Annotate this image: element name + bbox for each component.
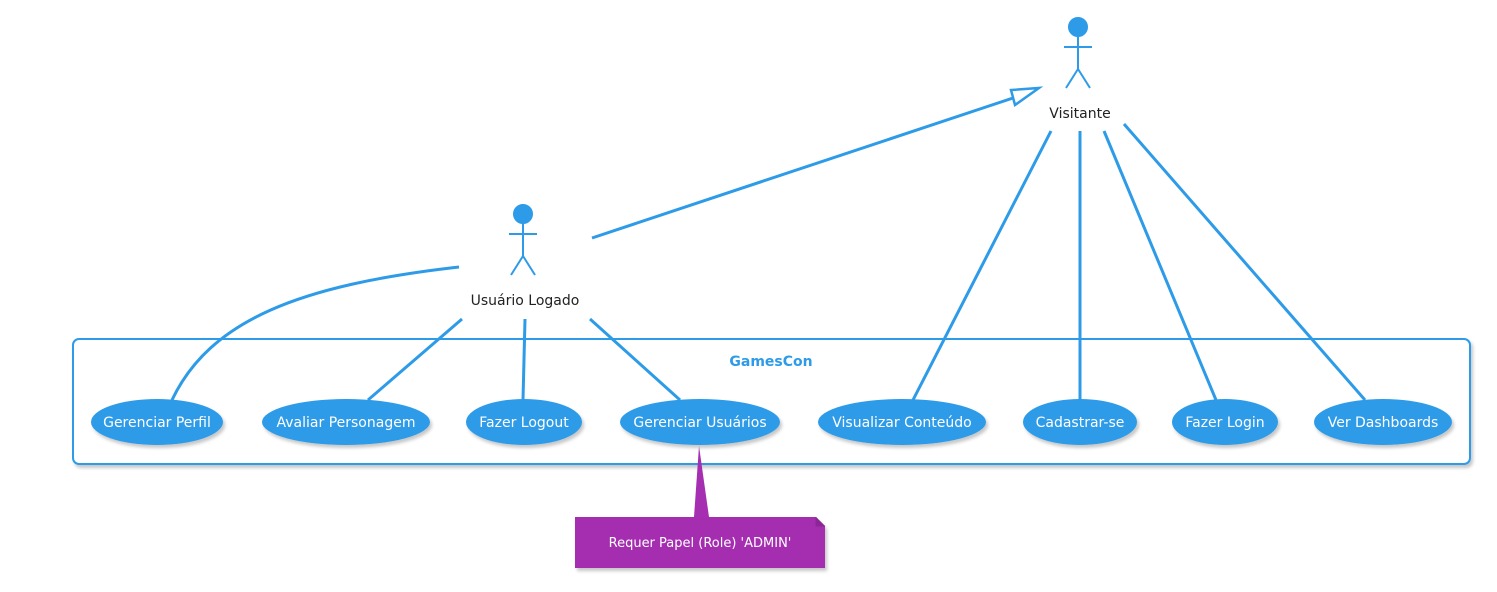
note-admin-role: Requer Papel (Role) 'ADMIN' [575,446,825,568]
actor-visitante-label: Visitante [1049,106,1110,122]
use-case-label: Gerenciar Usuários [633,415,766,431]
note-folded-corner [815,517,825,527]
note-connector [694,446,709,517]
note-text: Requer Papel (Role) 'ADMIN' [609,536,792,551]
use-case-label: Fazer Login [1185,415,1264,431]
actor-usuario-logado[interactable] [509,204,537,276]
assoc-visitante-visualizar-conteudo [911,130,1053,401]
use-case-gerenciar-usuarios[interactable]: Gerenciar Usuários [620,399,780,445]
note-body [575,517,825,568]
assoc-visitante-fazer-login [1102,130,1218,401]
assoc-logado-fazer-logout [521,318,527,401]
use-case-fazer-logout[interactable]: Fazer Logout [466,399,582,445]
use-case-avaliar-personagem[interactable]: Avaliar Personagem [262,399,430,445]
assoc-logado-avaliar-personagem [367,317,463,402]
use-case-label: Cadastrar-se [1036,415,1125,431]
use-case-visualizar-conteudo[interactable]: Visualizar Conteúdo [818,399,986,445]
use-case-ver-dashboards[interactable]: Ver Dashboards [1314,399,1452,445]
assoc-logado-gerenciar-usuarios [588,317,682,402]
use-case-gerenciar-perfil[interactable]: Gerenciar Perfil [91,399,223,445]
use-case-label: Avaliar Personagem [277,415,416,431]
use-case-cadastrar-se[interactable]: Cadastrar-se [1023,399,1137,445]
generalization-arrowhead [1009,86,1044,108]
use-case-label: Gerenciar Perfil [103,415,211,431]
actor-visitante[interactable] [1064,17,1092,89]
actor-usuario-logado-label: Usuário Logado [471,293,580,309]
use-case-label: Ver Dashboards [1328,415,1439,431]
generalization-line [591,95,1017,240]
use-case-label: Visualizar Conteúdo [832,415,971,431]
use-case-fazer-login[interactable]: Fazer Login [1172,399,1278,445]
use-case-label: Fazer Logout [479,415,569,431]
assoc-logado-gerenciar-perfil [170,265,460,401]
system-title: GamesCon [729,354,812,370]
assoc-visitante-ver-dashboards [1122,123,1367,401]
associations [170,95,1367,402]
